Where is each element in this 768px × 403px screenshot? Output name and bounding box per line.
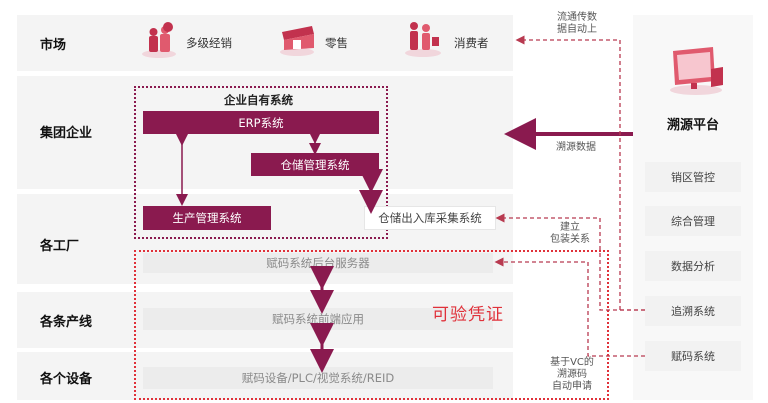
own-system-container	[134, 86, 388, 239]
note-packaging: 建立 包装关系	[540, 222, 600, 246]
row-label-factory: 各工厂	[40, 238, 80, 254]
production-system-box[interactable]: 生产管理系统	[143, 206, 271, 230]
coding-frontend-box[interactable]: 赋码系统前端应用	[143, 308, 493, 330]
band-market	[17, 15, 513, 71]
circulation-dashed-arrow	[515, 35, 621, 310]
note-vc-apply-line-2: 溯源码	[557, 369, 587, 380]
verifiable-container	[134, 250, 609, 400]
note-vc-apply: 基于VC的 溯源码 自动申请	[541, 357, 603, 393]
erp-system-box[interactable]: ERP系统	[143, 111, 379, 134]
note-vc-apply-line-1: 基于VC的	[550, 357, 594, 368]
note-vc-apply-line-3: 自动申请	[552, 381, 592, 392]
consumer-icon	[400, 17, 446, 63]
note-packaging-line-1: 建立	[560, 222, 580, 233]
verifiable-credential-label: 可验凭证	[432, 305, 504, 325]
packaging-dashed-arrow	[495, 213, 645, 311]
platform-item-data-analysis[interactable]: 数据分析	[645, 251, 741, 281]
note-packaging-line-2: 包装关系	[550, 234, 590, 245]
note-circulation-line-1: 流通传数	[557, 12, 597, 23]
warehouse-collect-box[interactable]: 仓储出入库采集系统	[365, 207, 495, 229]
platform-monitor-icon	[665, 45, 727, 101]
vc-apply-dashed-arrow	[494, 257, 645, 357]
coding-server-box[interactable]: 赋码系统后台服务器	[143, 253, 493, 273]
own-system-title: 企业自有系统	[224, 93, 293, 107]
platform-item-trace-system[interactable]: 追溯系统	[645, 296, 741, 326]
market-item-retail: 零售	[325, 36, 348, 50]
warehouse-system-box[interactable]: 仓储管理系统	[251, 153, 379, 176]
note-circulation-line-2: 据自动上	[557, 24, 597, 35]
platform-title: 溯源平台	[667, 118, 720, 133]
row-label-market: 市场	[40, 37, 67, 53]
note-circulation: 流通传数 据自动上	[547, 12, 607, 36]
coding-devices-box[interactable]: 赋码设备/PLC/视觉系统/REID	[143, 367, 493, 389]
platform-item-management[interactable]: 综合管理	[645, 206, 741, 236]
distributor-icon	[138, 20, 180, 64]
row-label-group: 集团企业	[40, 125, 93, 141]
market-item-multi-level: 多级经销	[186, 36, 232, 50]
row-label-device: 各个设备	[40, 371, 93, 387]
platform-item-sales-control[interactable]: 销区管控	[645, 162, 741, 192]
store-icon	[276, 18, 318, 62]
platform-item-coding-system[interactable]: 赋码系统	[645, 341, 741, 371]
note-trace-data: 溯源数据	[556, 142, 596, 153]
row-label-line: 各条产线	[40, 314, 93, 330]
market-item-consumer: 消费者	[454, 36, 489, 50]
